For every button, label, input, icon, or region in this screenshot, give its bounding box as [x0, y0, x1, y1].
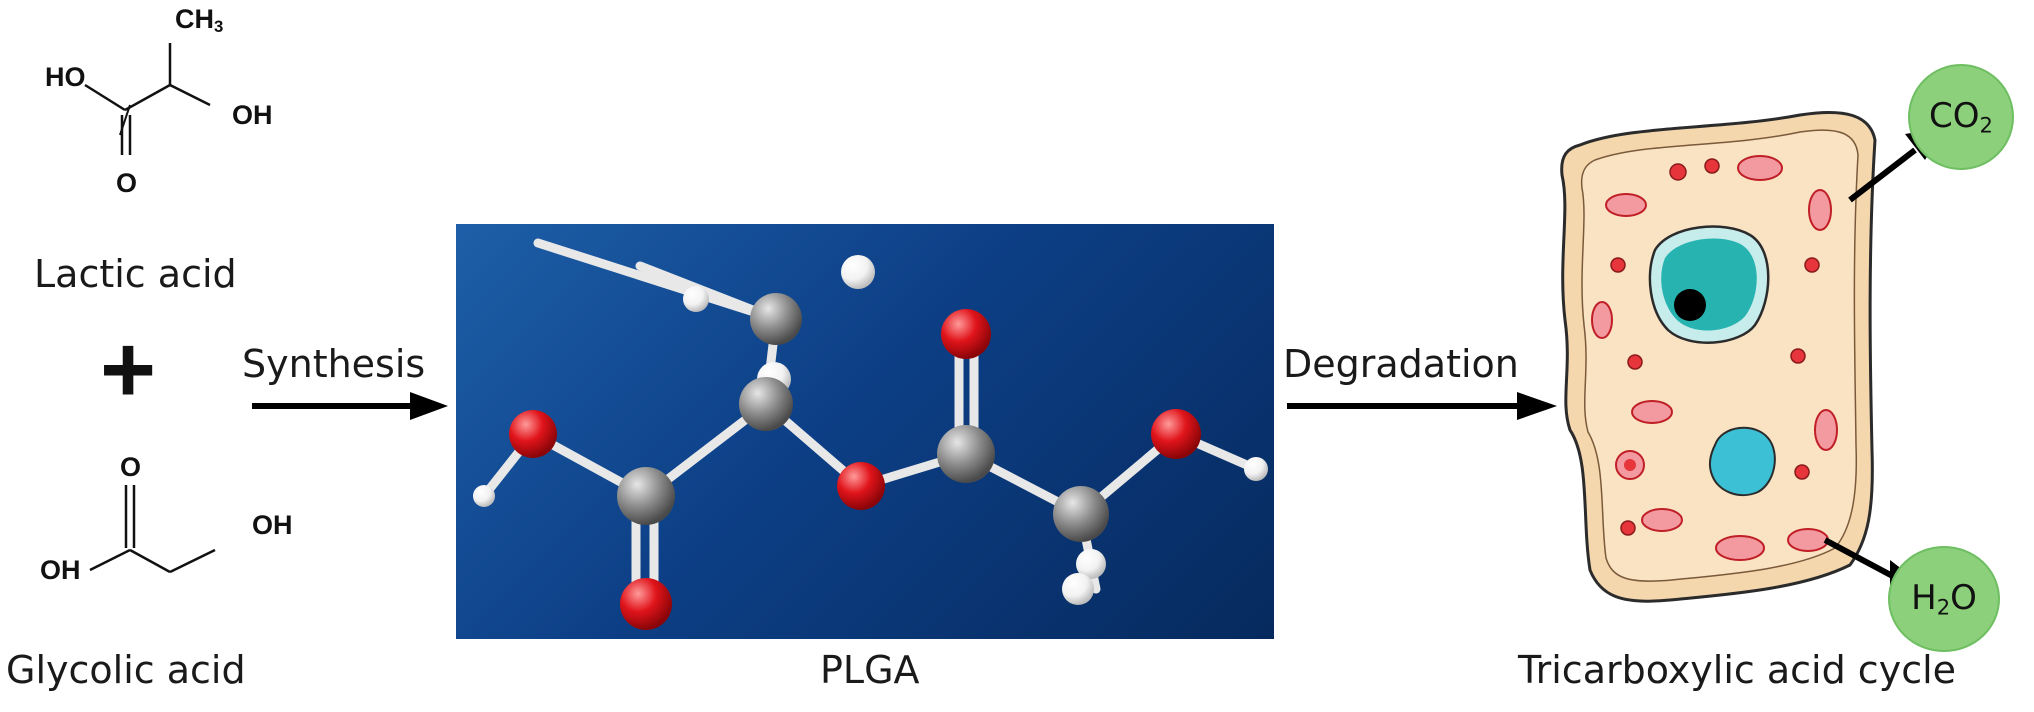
hydrogen-atom	[1244, 457, 1268, 481]
plga-molecule-panel	[456, 224, 1274, 639]
oxygen-atom	[509, 410, 557, 458]
vacuole	[1708, 426, 1776, 497]
h2o-bubble: H2O	[1888, 546, 2000, 652]
oxygen-atom	[837, 462, 885, 510]
synthesis-arrow	[252, 392, 448, 420]
carbon-atom	[1053, 486, 1109, 542]
cell-illustration	[1560, 111, 1877, 603]
nucleus	[1661, 238, 1757, 331]
oxygen-atom	[1151, 409, 1201, 459]
degradation-label: Degradation	[1283, 342, 1519, 386]
glycolic-oh-left-label: OH	[40, 555, 81, 585]
plga-ball-and-stick-model	[473, 238, 1268, 630]
glycolic-acid-structure	[30, 440, 320, 610]
lysosome-core	[1624, 459, 1636, 471]
hydrogen-atom	[841, 255, 875, 289]
degradation-arrow	[1287, 392, 1557, 420]
co2-bubble: CO2	[1908, 64, 2014, 170]
hydrogen-atom	[1076, 549, 1106, 579]
oxygen-atom	[941, 309, 991, 359]
co2-label: CO2	[1929, 96, 1993, 138]
carbon-atom	[617, 467, 675, 525]
glycolic-oh-right-label: OH	[252, 510, 293, 540]
mitochondria	[1591, 155, 1838, 561]
cytoplasm	[1580, 129, 1859, 582]
hydrogen-atom	[473, 485, 495, 507]
lactic-ho-label: HO	[45, 62, 86, 92]
lactic-acid-label: Lactic acid	[34, 252, 237, 296]
plus-sign: +	[100, 316, 157, 423]
hydrogen-atom	[1062, 573, 1094, 605]
carbon-atom	[739, 377, 793, 431]
hydrogen-atom	[683, 286, 709, 312]
lactic-o-label: O	[116, 168, 138, 198]
nucleolus	[1674, 289, 1706, 321]
h2o-label: H2O	[1911, 578, 1977, 620]
synthesis-label: Synthesis	[242, 342, 426, 386]
glycolic-acid-label: Glycolic acid	[6, 648, 246, 692]
lactic-acid-skeleton	[84, 43, 211, 155]
lactic-acid-structure	[30, 5, 290, 205]
carbon-atom	[750, 293, 802, 345]
vesicles	[1610, 158, 1820, 536]
lactic-ch3-label: CH3	[175, 4, 224, 37]
carbon-atom	[937, 425, 995, 483]
oxygen-atom	[620, 578, 672, 630]
glycolic-o-label: O	[120, 452, 142, 482]
lactic-oh-label: OH	[232, 100, 273, 130]
plga-label: PLGA	[820, 648, 920, 692]
tca-cycle-label: Tricarboxylic acid cycle	[1518, 648, 1957, 692]
bonds	[479, 238, 1261, 609]
glycolic-acid-skeleton	[89, 485, 216, 574]
